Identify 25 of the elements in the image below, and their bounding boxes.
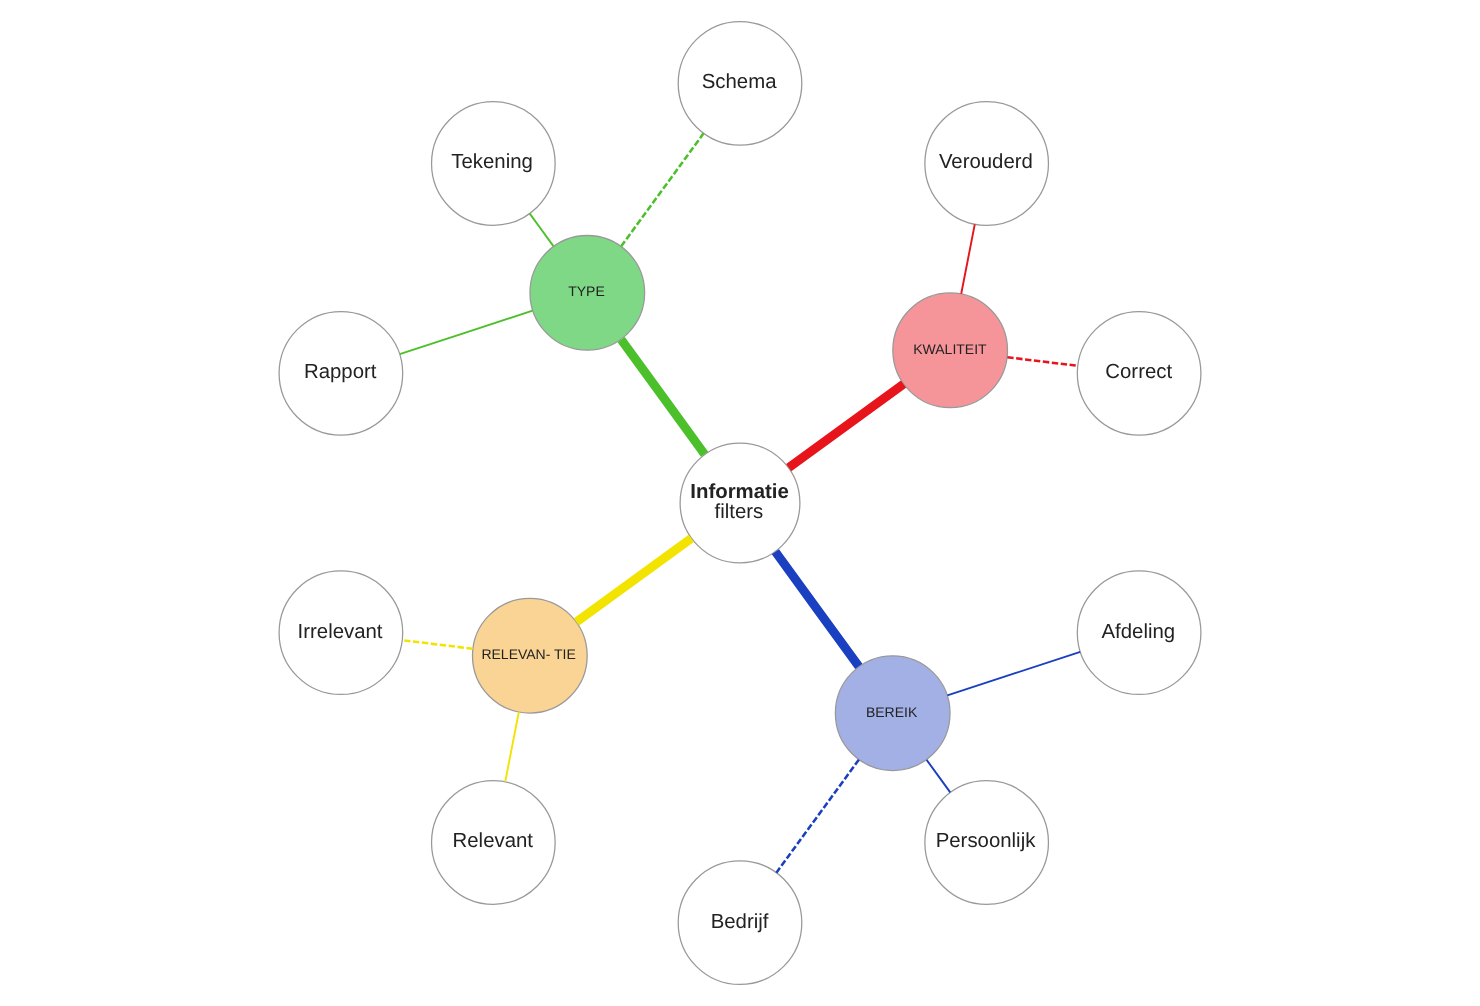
node-circle: Schema: [677, 20, 803, 146]
node-circle: Tekening: [430, 101, 556, 226]
node-circle: Bedrijf: [677, 860, 803, 986]
connector: [573, 534, 694, 626]
connector: [960, 223, 976, 295]
connector: [620, 132, 705, 248]
connector: [528, 212, 555, 248]
connector: [1007, 356, 1078, 368]
connector: [504, 711, 520, 783]
connector: [402, 638, 473, 650]
connector: [946, 650, 1082, 697]
node-circle: Rapport: [278, 310, 404, 436]
connector: [771, 549, 863, 670]
connector: [925, 758, 952, 794]
node-circle: Informatie filters: [679, 442, 801, 564]
connector: [617, 336, 709, 457]
node-circle: Correct: [1076, 310, 1202, 436]
node-circle: Irrelevant: [278, 570, 404, 696]
node-circle: Persoonlijk: [924, 780, 1050, 905]
connector: [775, 758, 860, 874]
node-circle: Verouderd: [924, 101, 1050, 226]
connector: [398, 309, 534, 356]
node-circle: Afdeling: [1076, 570, 1202, 696]
connector: [786, 380, 907, 472]
node-circle: Relevant: [430, 780, 556, 905]
